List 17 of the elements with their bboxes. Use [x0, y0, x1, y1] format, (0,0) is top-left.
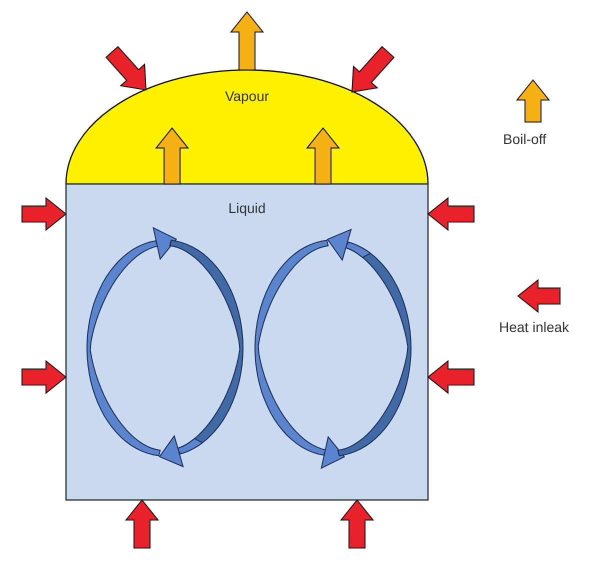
heat-inleak-arrow	[427, 360, 475, 394]
region-label: Liquid	[228, 200, 266, 216]
heat-inleak-arrow	[105, 46, 147, 91]
boil-off-arrow	[230, 11, 264, 70]
heat-inleak-arrow	[21, 360, 67, 394]
boil-off-arrow	[306, 127, 340, 184]
legend-label: Boil-off	[503, 131, 546, 147]
heat-inleak-arrow	[351, 46, 395, 93]
heat-inleak-arrow	[124, 499, 160, 548]
heat-inleak-arrow	[22, 196, 67, 232]
heat-inleak-arrow	[427, 196, 474, 232]
tank-box	[66, 184, 428, 500]
region-label: Vapour	[224, 88, 270, 104]
legend-label: Heat inleak	[499, 319, 570, 335]
vapour-dome	[66, 70, 428, 184]
boil-off-arrow	[155, 127, 190, 184]
heat-inleak-arrow	[340, 499, 374, 549]
